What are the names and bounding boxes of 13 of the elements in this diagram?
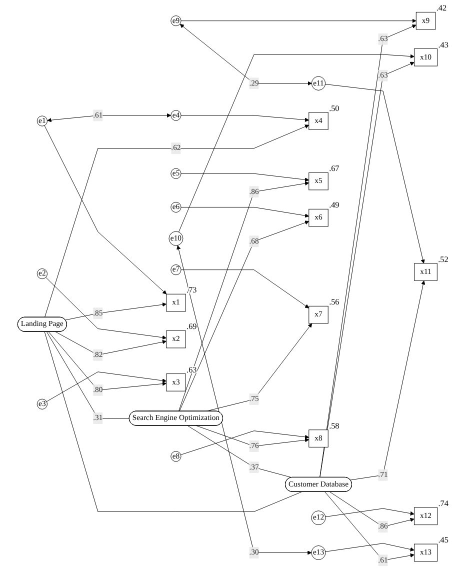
r-squared-value: .52	[438, 254, 448, 264]
r-squared-value: .58	[329, 421, 340, 430]
connector	[187, 425, 292, 478]
r-squared-value: .56	[329, 298, 340, 307]
r-squared-value: .49	[329, 200, 340, 210]
r-squared-value: .45	[438, 536, 448, 545]
r-squared-value: .43	[438, 40, 448, 50]
r-squared-value: .69	[186, 322, 197, 332]
connector	[46, 332, 130, 419]
r-squared-value: .50	[329, 104, 340, 113]
r-squared-value: .42	[436, 4, 447, 13]
r-squared-value: .74	[438, 499, 448, 508]
r-squared-value: .67	[329, 164, 340, 174]
